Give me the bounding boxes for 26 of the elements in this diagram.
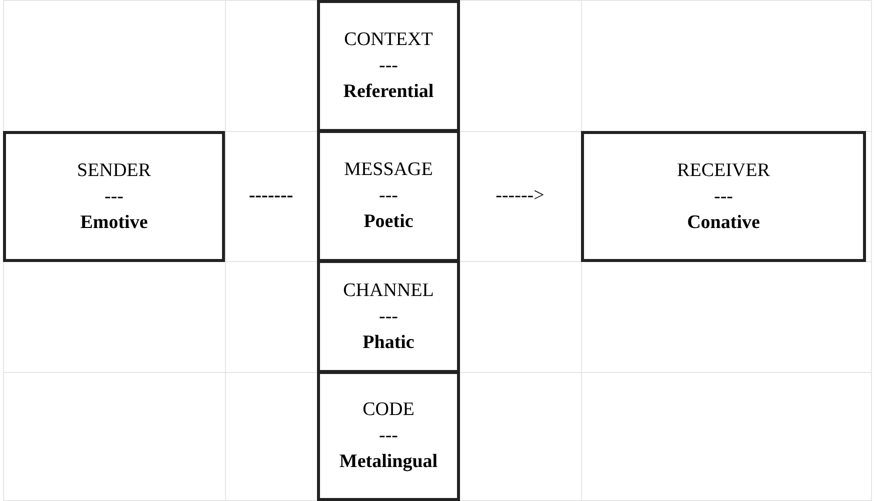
role-heading: CHANNEL bbox=[343, 278, 434, 302]
separator-dashes: --- bbox=[379, 304, 398, 328]
function-name: Conative bbox=[687, 210, 760, 234]
function-name: Referential bbox=[343, 80, 434, 104]
role-box bbox=[317, 0, 460, 132]
role-heading: SENDER bbox=[77, 158, 151, 182]
role-box bbox=[317, 371, 460, 501]
role-heading: MESSAGE bbox=[344, 158, 433, 182]
dashes-text: ------- bbox=[248, 184, 294, 208]
role-box bbox=[581, 131, 866, 262]
dashes-text: ------> bbox=[494, 184, 546, 208]
role-box bbox=[317, 130, 460, 262]
role-box bbox=[317, 260, 460, 373]
role-heading: RECEIVER bbox=[677, 158, 770, 182]
role-box bbox=[3, 131, 225, 262]
separator-dashes: --- bbox=[379, 184, 398, 208]
separator-dashes: --- bbox=[379, 424, 398, 448]
function-name: Poetic bbox=[364, 210, 414, 234]
separator-dashes: --- bbox=[714, 184, 733, 208]
separator-dashes: --- bbox=[379, 54, 398, 78]
function-name: Emotive bbox=[80, 210, 148, 234]
role-heading: CONTEXT bbox=[344, 28, 433, 52]
separator-dashes: --- bbox=[104, 184, 124, 208]
function-name: Phatic bbox=[362, 330, 414, 354]
function-name: Metalingual bbox=[339, 450, 438, 474]
role-heading: CODE bbox=[362, 398, 414, 422]
